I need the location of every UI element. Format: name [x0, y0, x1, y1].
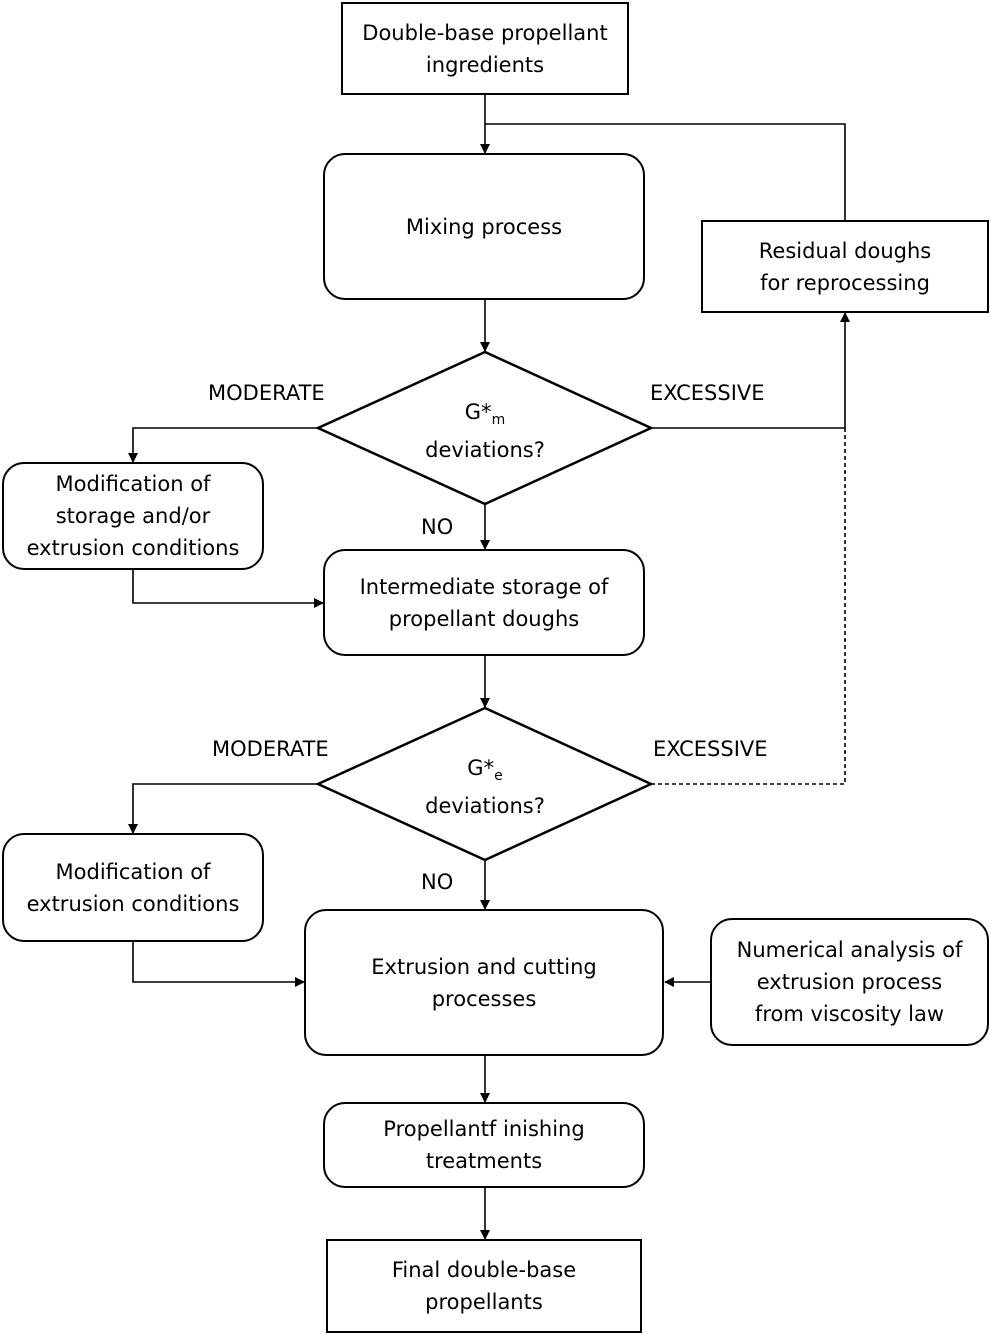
label-no-2: NO — [421, 870, 454, 894]
label-no-1: NO — [421, 515, 454, 539]
node-modification-storage: Modification of storage and/or extrusion… — [2, 462, 264, 570]
node-modification-extrusion: Modification of extrusion conditions — [2, 833, 264, 942]
label-moderate-2: MODERATE — [212, 737, 329, 761]
decision2-text: deviations? — [425, 794, 545, 818]
decision2-subscript: e — [494, 768, 503, 784]
arrow-decision2-moderate — [128, 783, 318, 834]
arrow-decision1-moderate — [128, 427, 318, 463]
decision-diamond-ge — [314, 706, 655, 862]
arrow-modextrusion-to-extrusion — [132, 942, 305, 987]
decision1-text: deviations? — [425, 438, 545, 462]
node-finishing-treatments: Propellantf inishing treatments — [323, 1102, 645, 1188]
label-moderate-1: MODERATE — [208, 381, 325, 405]
decision1-label: G*m deviations? — [385, 397, 585, 465]
node-intermediate-storage: Intermediate storage of propellant dough… — [323, 549, 645, 656]
node-mixing-process: Mixing process — [323, 153, 645, 300]
node-extrusion-cutting: Extrusion and cutting processes — [304, 909, 664, 1056]
decision1-symbol: G* — [464, 400, 492, 424]
node-numerical-analysis: Numerical analysis of extrusion process … — [710, 918, 989, 1046]
decision2-label: G*e deviations? — [385, 753, 585, 821]
node-final-propellants: Final double-base propellants — [326, 1239, 642, 1333]
decision2-symbol: G* — [467, 756, 495, 780]
node-residual-doughs: Residual doughs for reprocessing — [701, 220, 989, 313]
node-ingredients: Double-base propellant ingredients — [341, 2, 629, 95]
label-excessive-2: EXCESSIVE — [653, 737, 768, 761]
arrow-decision1-excessive — [651, 312, 850, 429]
loop-residual-to-mixing — [485, 123, 846, 220]
decision1-subscript: m — [491, 412, 506, 428]
label-excessive-1: EXCESSIVE — [650, 381, 765, 405]
dashed-decision2-excessive — [651, 428, 846, 785]
decision-diamond-gm — [314, 350, 655, 506]
arrow-modstorage-to-intermediate — [132, 570, 324, 608]
